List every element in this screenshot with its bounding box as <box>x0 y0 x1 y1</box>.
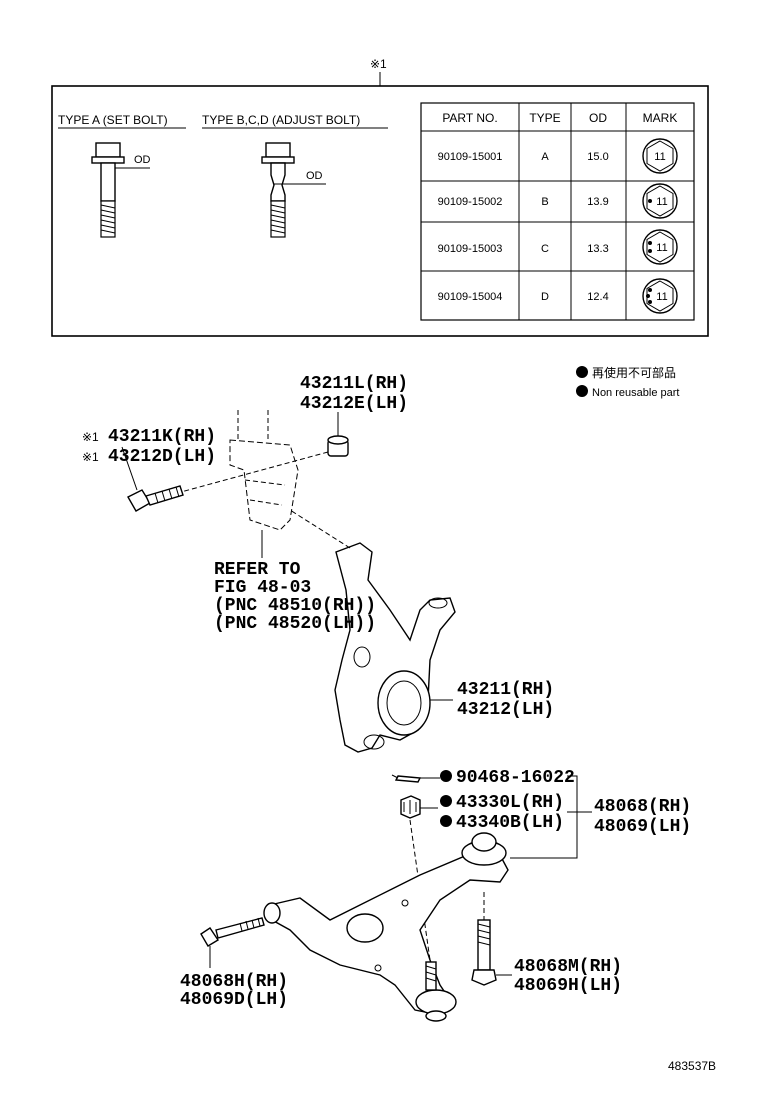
legend-dot-icon <box>576 366 588 378</box>
mark-d-icon <box>642 278 678 314</box>
row2-part: 90109-15002 <box>438 196 503 208</box>
callout-arm-rh: 48068(RH) <box>594 797 691 817</box>
callout-nut2-rh: 43330L(RH) <box>456 793 564 813</box>
refer-line-1: REFER TO <box>214 560 301 580</box>
header-mark: ※1 <box>370 57 387 71</box>
callout-knuckle-rh: 43211(RH) <box>457 680 554 700</box>
row2-type: B <box>541 196 548 208</box>
nut-lh-nonreusable-dot-icon <box>440 815 452 827</box>
row4-mark: 11 <box>656 291 667 303</box>
set-bolt-icon <box>91 142 150 238</box>
col-od: OD <box>589 111 607 125</box>
row3-type: C <box>541 243 549 255</box>
mark-c-icon <box>642 229 678 265</box>
row3-mark: 11 <box>656 242 667 254</box>
col-part-no: PART NO. <box>442 111 497 125</box>
knuckle-nut-icon <box>327 435 349 457</box>
mark-a-icon <box>642 138 678 174</box>
adjust-bolt-icon <box>261 142 326 238</box>
callout-arm-bolt-rear-lh: 48069H(LH) <box>514 976 622 996</box>
od-label-bcd: OD <box>306 170 323 182</box>
cotter-pin-icon <box>391 774 422 783</box>
arm-bolt-rear-icon <box>471 919 497 986</box>
arm-bolt-front-icon <box>200 917 265 947</box>
callout-arm-bolt-front-rh: 48068H(RH) <box>180 972 288 992</box>
refer-line-2: FIG 48-03 <box>214 578 311 598</box>
callout-arm-bolt-front-lh: 48069D(LH) <box>180 990 288 1010</box>
mark-b-icon <box>642 183 678 219</box>
legend-en: Non reusable part <box>592 387 679 399</box>
row4-part: 90109-15004 <box>438 291 503 303</box>
callout-nut-rh: 43211L(RH) <box>300 374 408 394</box>
steering-knuckle-icon <box>289 509 456 753</box>
col-mark: MARK <box>643 111 678 125</box>
od-label-a: OD <box>134 154 151 166</box>
castle-nut-icon <box>400 795 421 819</box>
callout-nut2-lh: 43340B(LH) <box>456 813 564 833</box>
knuckle-bolt-icon <box>127 485 184 512</box>
row2-mark: 11 <box>656 196 667 208</box>
legend-dot-icon-2 <box>576 385 588 397</box>
callout-arm-bolt-rear-rh: 48068M(RH) <box>514 957 622 977</box>
row1-mark: 11 <box>654 151 665 163</box>
bolt-mark-2: ※1 <box>82 450 99 464</box>
row1-type: A <box>541 151 549 163</box>
callout-knuckle-lh: 43212(LH) <box>457 700 554 720</box>
row1-od: 15.0 <box>587 151 608 163</box>
row3-od: 13.3 <box>587 243 608 255</box>
figure-id: 483537B <box>668 1059 716 1073</box>
row4-od: 12.4 <box>587 291 608 303</box>
callout-bolt-rh: 43211K(RH) <box>108 427 216 447</box>
type-a-label: TYPE A (SET BOLT) <box>58 113 168 127</box>
callout-nut-lh: 43212E(LH) <box>300 394 408 414</box>
bolt-type-box <box>51 85 709 337</box>
callout-arm-lh: 48069(LH) <box>594 817 691 837</box>
pin-nonreusable-dot-icon <box>440 770 452 782</box>
row3-part: 90109-15003 <box>438 243 503 255</box>
refer-line-4: (PNC 48520(LH)) <box>214 614 376 634</box>
row1-part: 90109-15001 <box>438 151 503 163</box>
legend-jp: 再使用不可部品 <box>592 365 676 380</box>
row2-od: 13.9 <box>587 196 608 208</box>
type-bcd-label: TYPE B,C,D (ADJUST BOLT) <box>202 113 360 127</box>
strut-phantom-icon <box>229 410 299 531</box>
nut-rh-nonreusable-dot-icon <box>440 795 452 807</box>
bolt-mark-1: ※1 <box>82 430 99 444</box>
row4-type: D <box>541 291 549 303</box>
col-type: TYPE <box>529 111 560 125</box>
callout-bolt-lh: 43212D(LH) <box>108 447 216 467</box>
lower-control-arm-icon <box>263 832 509 1022</box>
bolt-table <box>420 102 695 321</box>
callout-pin: 90468-16022 <box>456 768 575 788</box>
refer-line-3: (PNC 48510(RH)) <box>214 596 376 616</box>
